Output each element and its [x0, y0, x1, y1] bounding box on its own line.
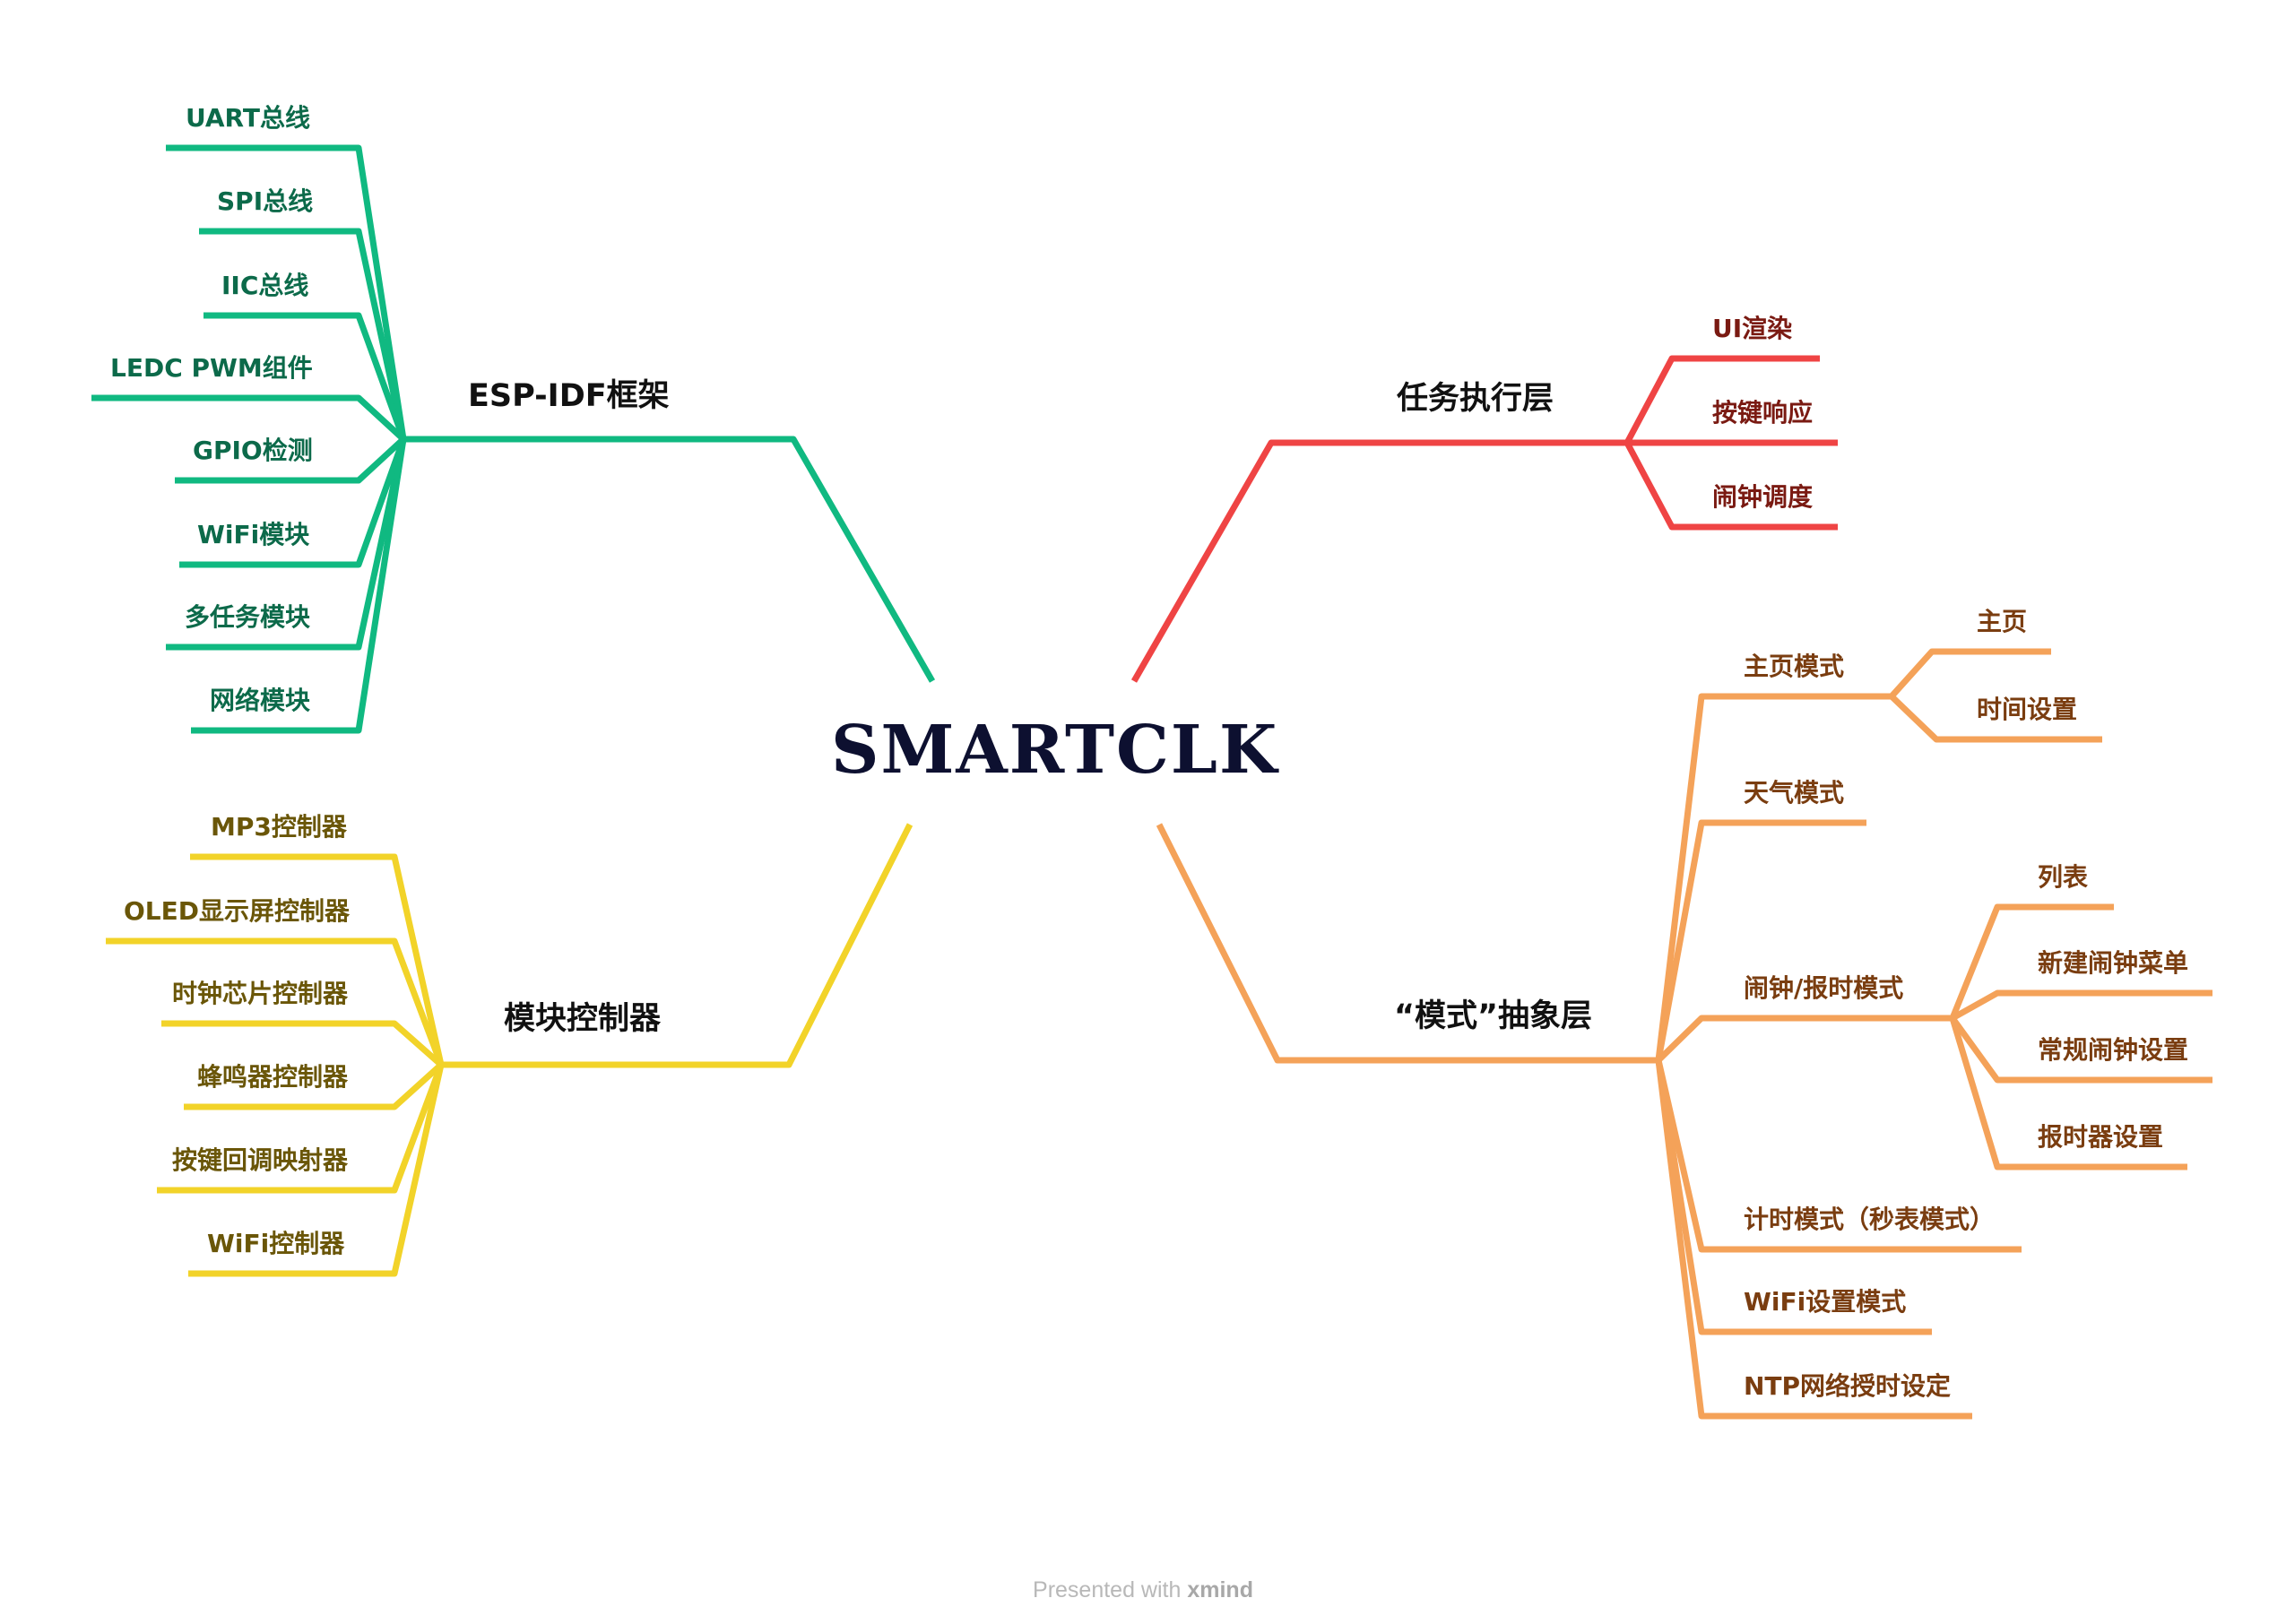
topic-new-alarm-menu[interactable]: 新建闹钟菜单 [2038, 948, 2189, 978]
topic-wifi-module[interactable]: WiFi模块 [197, 520, 310, 549]
connector-home-mode [1655, 693, 1892, 1061]
topic-multitask[interactable]: 多任务模块 [185, 602, 311, 632]
connector-oled [106, 937, 445, 1067]
topic-home-mode[interactable]: 主页模式 [1744, 652, 1845, 681]
connector-list [1949, 903, 2114, 1020]
root-topic[interactable]: SMARTCLK [831, 712, 1279, 789]
topic-key-response[interactable]: 按键响应 [1712, 398, 1814, 428]
branch-task-exec[interactable]: 任务执行层 [1397, 381, 1554, 417]
mode-layer-trunk [1156, 823, 1658, 1064]
module-ctrl-connectors [106, 823, 914, 1277]
topic-ui-render[interactable]: UI渲染 [1712, 314, 1793, 343]
connector-chime [1949, 1016, 2187, 1170]
xmind-logo: xmind [1187, 1577, 1253, 1602]
connector-rtc [161, 1020, 444, 1067]
mode-layer-connectors [1156, 648, 2212, 1420]
module-ctrl-trunk [441, 823, 914, 1068]
topic-home[interactable]: 主页 [1977, 607, 2028, 636]
topic-chime-setting[interactable]: 报时器设置 [2038, 1122, 2164, 1152]
topic-oled-ctrl[interactable]: OLED显示屏控制器 [124, 896, 351, 926]
topic-network[interactable]: 网络模块 [210, 686, 311, 715]
connector-home [1889, 648, 2051, 699]
connector-key-mapper [157, 1063, 445, 1194]
connector-wifi-mode [1655, 1059, 1932, 1335]
footer-attribution: Presented with xmind [0, 1577, 2286, 1603]
connector-ledc [91, 394, 406, 442]
branch-mode-layer[interactable]: “模式”抽象层 [1394, 998, 1593, 1034]
connector-alarm-mode [1656, 1015, 1953, 1063]
connector-uart [166, 144, 407, 440]
topic-uart[interactable]: UART总线 [186, 103, 310, 133]
connector-ui-render [1624, 355, 1820, 445]
topic-key-mapper[interactable]: 按键回调映射器 [172, 1145, 349, 1175]
connector-gpio [175, 436, 406, 484]
topic-spi[interactable]: SPI总线 [217, 186, 314, 216]
footer-prefix: Presented with [1033, 1577, 1182, 1602]
topic-alarm-list[interactable]: 列表 [2038, 862, 2089, 892]
topic-iic[interactable]: IIC总线 [221, 271, 309, 300]
connector-buzzer [184, 1062, 444, 1110]
topic-buzzer-ctrl[interactable]: 蜂鸣器控制器 [197, 1062, 349, 1092]
connector-network [191, 438, 407, 734]
topic-rtc-ctrl[interactable]: 时钟芯片控制器 [172, 979, 349, 1008]
topic-weather-mode[interactable]: 天气模式 [1744, 778, 1845, 808]
branch-esp-idf[interactable]: ESP-IDF框架 [468, 378, 670, 414]
connector-multitask [166, 438, 407, 651]
topic-wifi-setting-mode[interactable]: WiFi设置模式 [1744, 1287, 1907, 1317]
esp-idf-trunk [403, 436, 936, 683]
connector-wifi-module [179, 437, 407, 568]
connector-time-set [1889, 694, 2102, 743]
topic-ledc-pwm[interactable]: LEDC PWM组件 [110, 353, 313, 383]
connector-timer-mode [1655, 1059, 2022, 1253]
topic-alarm-sched[interactable]: 闹钟调度 [1712, 482, 1814, 512]
task-exec-trunk [1130, 439, 1627, 683]
topic-timer-mode[interactable]: 计时模式（秒表模式） [1744, 1205, 1996, 1234]
topic-time-setting[interactable]: 时间设置 [1977, 695, 2078, 724]
topic-gpio[interactable]: GPIO检测 [193, 436, 313, 465]
connector-mp3 [190, 853, 445, 1066]
task-exec-connectors [1130, 355, 1838, 683]
connector-alarm-sched [1624, 441, 1838, 531]
esp-idf-connectors [91, 144, 936, 734]
connector-wifi-ctrl [188, 1064, 445, 1277]
connector-new-alarm [1951, 989, 2212, 1022]
connector-ntp-mode [1655, 1059, 1972, 1420]
topic-regular-alarm-setting[interactable]: 常规闹钟设置 [2038, 1035, 2189, 1065]
topic-alarm-mode[interactable]: 闹钟/报时模式 [1744, 973, 1904, 1003]
topic-ntp-setting[interactable]: NTP网络授时设定 [1744, 1371, 1952, 1401]
topic-mp3-ctrl[interactable]: MP3控制器 [211, 812, 347, 842]
topic-wifi-ctrl[interactable]: WiFi控制器 [207, 1229, 345, 1258]
connector-spi [199, 228, 407, 440]
connector-weather-mode [1655, 819, 1866, 1061]
connector-regular-alarm [1950, 1015, 2212, 1084]
connector-iic [203, 312, 407, 441]
branch-module-controller[interactable]: 模块控制器 [504, 1001, 662, 1037]
